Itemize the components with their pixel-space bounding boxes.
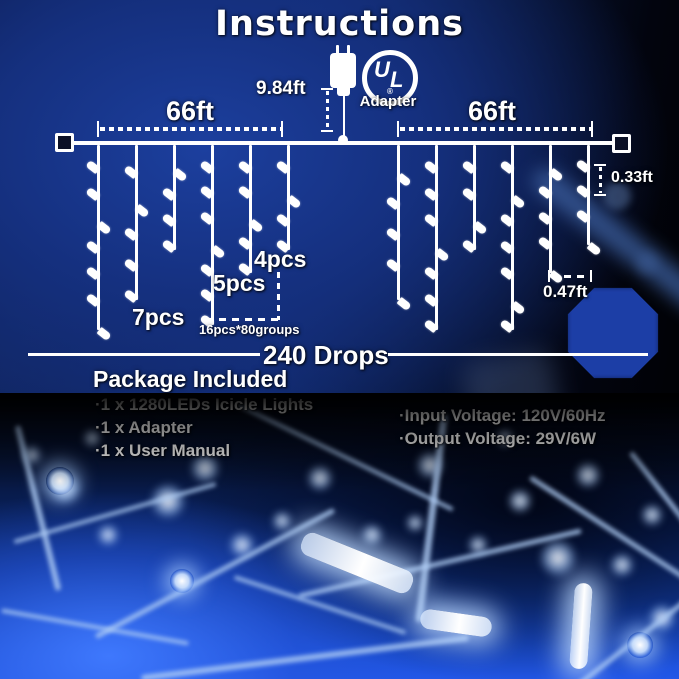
measure-tick [97,121,99,137]
registered-mark: ® [387,87,393,96]
bulb-spacing-dashes [599,167,602,193]
left-span-dashes [100,127,281,131]
light-bulb-icon [396,296,412,312]
right-end-connector [612,134,631,153]
lead-length-dashes [326,91,329,130]
drop-wire [249,145,252,273]
measure-tick [594,194,606,196]
pcs-5-label: 5pcs [213,270,266,296]
pcs-7-label: 7pcs [132,304,185,330]
measure-tick [590,270,592,282]
light-bulb-icon [586,241,602,257]
drops-divider-line [28,353,260,356]
drops-divider-line [388,353,648,356]
group-connector-dashes [206,318,280,321]
drop-wire [211,145,214,325]
right-span-dashes [400,127,591,131]
measure-tick [321,130,333,132]
drop-wire [549,145,552,273]
measure-tick [594,164,606,166]
pcs-4-label: 4pcs [254,246,307,272]
ul-certification-icon: U L ® [362,50,418,106]
drop-wire [135,145,138,300]
product-photo [0,393,679,679]
drop-wire [397,145,400,300]
lead-length-label: 9.84ft [256,78,306,99]
right-span-label: 66ft [467,96,516,126]
group-label: 16pcs*80groups [199,322,300,337]
photo-top-fade [0,393,679,679]
bokeh-light [567,287,659,379]
drop-wire [511,145,514,330]
package-heading: Package Included [93,366,288,392]
total-drops-label: 240 Drops [263,340,389,370]
light-bulb-icon [96,326,112,342]
left-end-connector [55,133,74,152]
drop-wire [435,145,438,330]
bokeh-light [603,182,631,210]
ul-letter-l: L [390,67,404,92]
drop-wire [173,145,176,250]
drop-wire [97,145,100,330]
plug-neck [337,88,350,96]
measure-tick [397,121,399,137]
measure-tick [281,121,283,137]
adapter-label: Adapter [359,93,417,110]
plug-cord [343,96,345,141]
group-connector-dashes [277,272,280,320]
drop-wire [473,145,476,250]
drop-spacing-label: 0.47ft [543,282,588,301]
plug-body [330,53,356,88]
measure-tick [548,270,550,282]
plug-prong [336,45,339,54]
bulb-spacing-label: 0.33ft [611,169,653,186]
drop-spacing-dashes [551,275,590,278]
drop-wire [587,145,590,245]
left-span-label: 66ft [165,96,214,126]
plug-prong [347,45,350,54]
measure-tick [591,121,593,137]
main-wire [62,141,620,145]
measure-tick [321,88,333,90]
cord-connector [338,135,348,145]
page-title: Instructions [215,4,464,44]
ul-letter-u: U [374,57,390,82]
